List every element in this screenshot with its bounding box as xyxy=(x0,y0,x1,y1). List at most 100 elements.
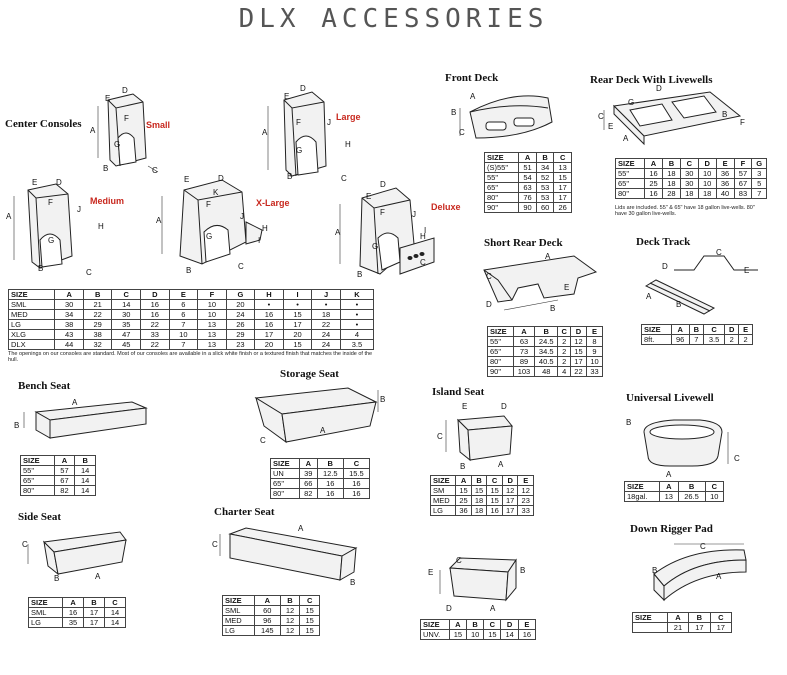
console-dim-label: C xyxy=(341,174,347,183)
console-dim-label: E xyxy=(32,178,38,187)
storage-seat-title: Storage Seat xyxy=(280,368,339,380)
console-dim-label: D xyxy=(56,178,62,187)
side-seat-dim: B xyxy=(54,574,60,583)
console-dim-label: E xyxy=(184,175,190,184)
console-dim-label: A xyxy=(262,128,268,137)
short-rear-deck-dim: A xyxy=(545,252,551,261)
console-dim-label: F xyxy=(124,114,129,123)
console-dim-label: B xyxy=(357,270,363,279)
console-dim-label: F xyxy=(48,198,53,207)
unv-seat-dim: C xyxy=(456,556,462,565)
page-title: DLX ACCESSORIES xyxy=(238,4,549,34)
deck-track-dim: C xyxy=(716,248,722,257)
console-dim-label: E xyxy=(366,192,372,201)
deck-track-profile-illustration xyxy=(674,255,758,271)
short-rear-deck-dim: C xyxy=(486,272,492,281)
deluxe-console-label: Deluxe xyxy=(431,202,461,212)
medium-console-label: Medium xyxy=(90,196,125,206)
island-seat-dim: D xyxy=(501,402,507,411)
console-dim-label: C xyxy=(152,166,158,175)
storage-seat-illustration xyxy=(254,387,379,444)
deck-track-dim: B xyxy=(676,300,682,309)
small-console-label: Small xyxy=(146,120,171,130)
console-dim-label: I xyxy=(258,236,261,245)
side-seat-illustration xyxy=(27,531,127,576)
console-dim-label: H xyxy=(420,232,426,241)
medium-console-illustration xyxy=(13,183,73,269)
deck-track-dim: D xyxy=(662,262,668,271)
universal-livewell-dim: C xyxy=(734,454,740,463)
universal-livewell-dim: B xyxy=(626,418,632,427)
console-dim-label: G xyxy=(48,236,55,245)
console-dim-label: D xyxy=(218,174,224,183)
storage-seat-dim: A xyxy=(320,426,326,435)
down-rigger-pad-dim: A xyxy=(716,572,722,581)
console-dim-label: A xyxy=(6,212,12,221)
bench-seat-illustration xyxy=(23,401,148,439)
short-rear-deck-illustration xyxy=(483,255,598,311)
rear-deck-dim: F xyxy=(740,118,745,127)
rear-deck-dim: A xyxy=(623,134,629,143)
console-dim-label: B xyxy=(186,266,192,275)
console-dim-label: A xyxy=(90,126,96,135)
island-seat-illustration xyxy=(445,415,513,462)
front-deck-dim: C xyxy=(459,128,465,137)
universal-livewell-title: Universal Livewell xyxy=(626,392,714,404)
storage-seat-dim: B xyxy=(380,395,386,404)
unv-seat-dim: A xyxy=(490,604,496,613)
console-dim-label: B xyxy=(287,172,293,181)
small-console-illustration xyxy=(97,93,159,173)
console-dim-label: J xyxy=(412,210,416,219)
rear-deck-note: Lids are included. 55" & 65" have 18 gal… xyxy=(615,205,755,217)
console-dim-label: G xyxy=(372,242,379,251)
large-console-illustration xyxy=(267,91,327,177)
deck-track-illustration xyxy=(644,279,716,315)
rear-deck-illustration xyxy=(603,91,742,146)
console-dim-label: H xyxy=(262,224,268,233)
console-dim-label: J xyxy=(327,118,331,127)
side-seat-dim: A xyxy=(95,572,101,581)
short-rear-deck-dim: B xyxy=(550,304,556,313)
console-dim-label: C xyxy=(238,262,244,271)
rear-deck-dim: B xyxy=(722,110,728,119)
charter-seat-title: Charter Seat xyxy=(214,506,275,518)
storage-seat-dim: C xyxy=(260,436,266,445)
deck-track-dim: A xyxy=(646,292,652,301)
short-rear-deck-dim: E xyxy=(564,283,570,292)
console-dim-label: J xyxy=(77,205,81,214)
unv-seat-dim: E xyxy=(428,568,434,577)
front-deck-dim: B xyxy=(451,108,457,117)
console-dim-label: H xyxy=(98,222,104,231)
universal-seat-illustration xyxy=(439,557,517,602)
down-rigger-pad-title: Down Rigger Pad xyxy=(630,523,713,535)
side-seat-title: Side Seat xyxy=(18,511,62,523)
